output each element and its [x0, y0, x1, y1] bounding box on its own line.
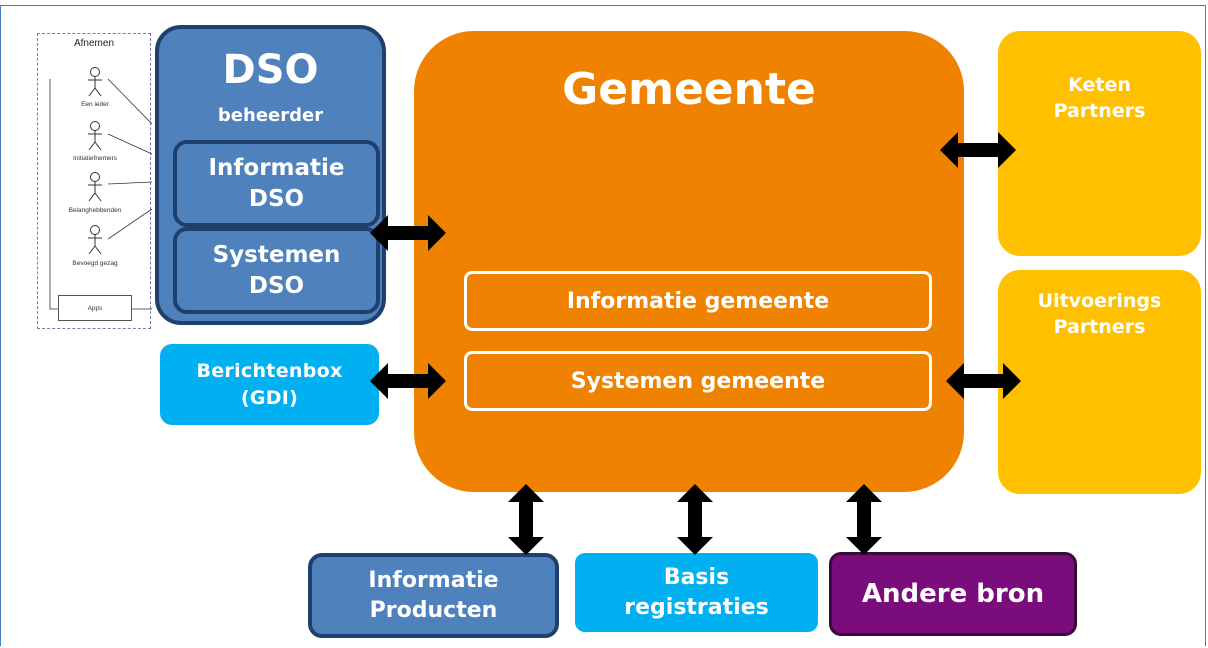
basis-registraties-box: Basis registraties [575, 553, 818, 632]
berichtenbox-line2: (GDI) [240, 386, 299, 409]
berichtenbox-line1: Berichtenbox [196, 359, 343, 382]
systemen-dso-line2: DSO [248, 272, 305, 299]
systemen-dso-box: Systemen DSO [173, 227, 380, 314]
gemeente-title: Gemeente [562, 64, 816, 115]
informatie-producten-box: Informatie Producten [308, 553, 559, 638]
double-arrow-icon [940, 132, 1016, 168]
informatie-dso-line2: DSO [248, 185, 305, 212]
dso-block: DSO beheerder Informatie DSO Systemen DS… [155, 25, 386, 325]
actor-icon [88, 172, 102, 202]
keten-line1: Keten [1068, 74, 1131, 96]
double-arrow-icon [677, 484, 713, 555]
uitvoerings-partners-box: Uitvoerings Partners [998, 270, 1201, 494]
dso-title: DSO [222, 47, 319, 93]
actor-icon [88, 67, 102, 97]
actor-label: Een ieder [81, 101, 109, 108]
diagram-frame [0, 5, 1206, 646]
actors-drawing [49, 67, 152, 310]
informatie-producten-line2: Producten [369, 597, 498, 623]
basis-line1: Basis [663, 564, 730, 590]
double-arrow-icon [946, 363, 1021, 399]
gemeente-block: Gemeente Informatie gemeente Systemen ge… [414, 31, 964, 492]
actor-icon [88, 121, 102, 151]
keten-partners-box: Keten Partners [998, 31, 1201, 256]
systemen-dso-line1: Systemen [212, 241, 341, 268]
afnemen-title: Afnemen [73, 38, 115, 49]
systemen-gemeente-bar: Systemen gemeente [464, 351, 932, 411]
informatie-dso-box: Informatie DSO [173, 140, 380, 227]
uitvoerings-line1: Uitvoerings [1037, 290, 1162, 312]
uitvoerings-line2: Partners [1053, 316, 1146, 338]
informatie-producten-line1: Informatie [368, 567, 499, 593]
dso-subtitle: beheerder [217, 105, 324, 126]
andere-bron-box: Andere bron [829, 552, 1077, 636]
actor-label: Initiatiefnemers [72, 155, 118, 162]
andere-bron-label: Andere bron [861, 579, 1045, 609]
actor-icon [88, 225, 102, 255]
berichtenbox-box: Berichtenbox (GDI) [160, 344, 379, 425]
actor-connectors [107, 78, 152, 240]
double-arrow-icon [508, 484, 544, 555]
actor-label: Bevoegd gezag [72, 260, 118, 267]
keten-line2: Partners [1053, 100, 1146, 122]
double-arrow-icon [370, 363, 446, 399]
actor-label: Belanghebbenden [68, 207, 122, 214]
double-arrow-icon [846, 484, 882, 555]
informatie-dso-line1: Informatie [208, 154, 345, 181]
apps-connector [49, 79, 152, 310]
double-arrow-icon [370, 215, 446, 251]
basis-line2: registraties [624, 594, 769, 620]
apps-box: Apps [58, 295, 132, 321]
afnemen-panel: Afnemen Een ieder [37, 33, 152, 329]
informatie-gemeente-bar: Informatie gemeente [464, 271, 932, 331]
